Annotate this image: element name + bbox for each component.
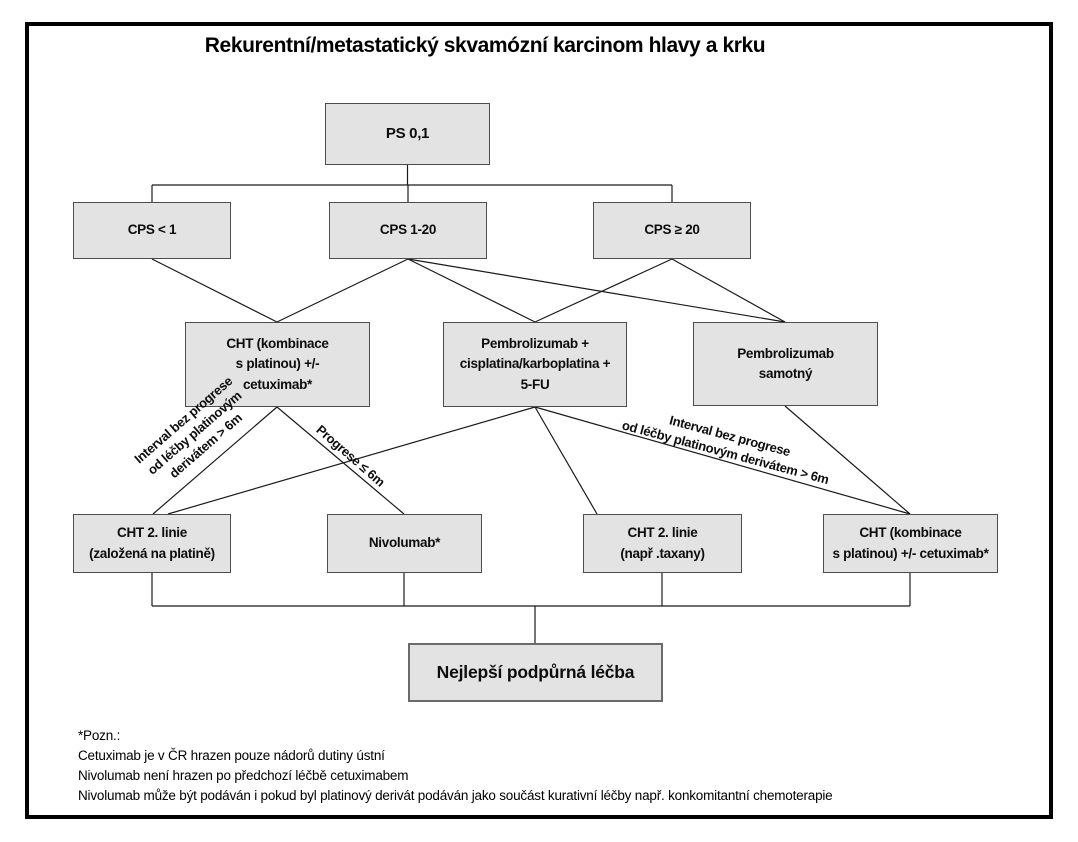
footnote-line: Nivolumab není hrazen po předchozí léčbě… (78, 768, 409, 783)
footnote-line: *Pozn.: (78, 728, 121, 743)
diagram-title: Rekurentní/metastatický skvamózní karcin… (204, 34, 766, 57)
page-border-frame (25, 22, 1053, 819)
edge-cps120-cht (276, 258, 409, 323)
edge-cpslt1-cht (151, 258, 278, 323)
footnote-line: Nivolumab může být podáván i pokud byl p… (78, 788, 833, 803)
node-ps: PS 0,1 (325, 103, 490, 165)
edge-cht-nivolumab (276, 406, 405, 515)
node-best-supportive-care: Nejlepší podpůrná léčba (408, 643, 663, 702)
node-nivolumab: Nivolumab* (327, 514, 482, 573)
edge-pembrocombo-cht2platinum (167, 406, 536, 515)
node-cht-first-line: CHT (kombinace s platinou) +/- cetuximab… (185, 322, 370, 407)
edge-pembromono-chtcetuximab (784, 405, 911, 515)
node-pembrolizumab-mono: Pembrolizumab samotný (693, 322, 878, 406)
edge-pembrocombo-cht2taxanes (534, 406, 598, 515)
node-cps-ge20: CPS ≥ 20 (593, 202, 751, 259)
node-pembrolizumab-combo: Pembrolizumab + cisplatina/karboplatina … (443, 322, 627, 407)
edge-cps120-pembromono (407, 258, 786, 323)
edge-cht-cht2platinum (152, 406, 278, 515)
footnotes: *Pozn.: Cetuximab je v ČR hrazen pouze n… (78, 726, 1018, 806)
node-cht-cetuximab: CHT (kombinace s platinou) +/- cetuximab… (823, 514, 998, 573)
node-cps-1-20: CPS 1-20 (329, 202, 487, 259)
node-cht2-taxanes: CHT 2. linie (např .taxany) (583, 514, 742, 573)
edge-pembrocombo-chtcetuximab (534, 406, 911, 515)
edge-cps120-pembrocombo (407, 258, 536, 323)
node-cht2-platinum: CHT 2. linie (založená na platině) (73, 514, 231, 573)
node-cps-lt1: CPS < 1 (73, 202, 231, 259)
footnote-line: Cetuximab je v ČR hrazen pouze nádorů du… (78, 748, 385, 763)
edge-cpsge20-pembromono (671, 258, 786, 323)
edge-cpsge20-pembrocombo (534, 258, 673, 323)
